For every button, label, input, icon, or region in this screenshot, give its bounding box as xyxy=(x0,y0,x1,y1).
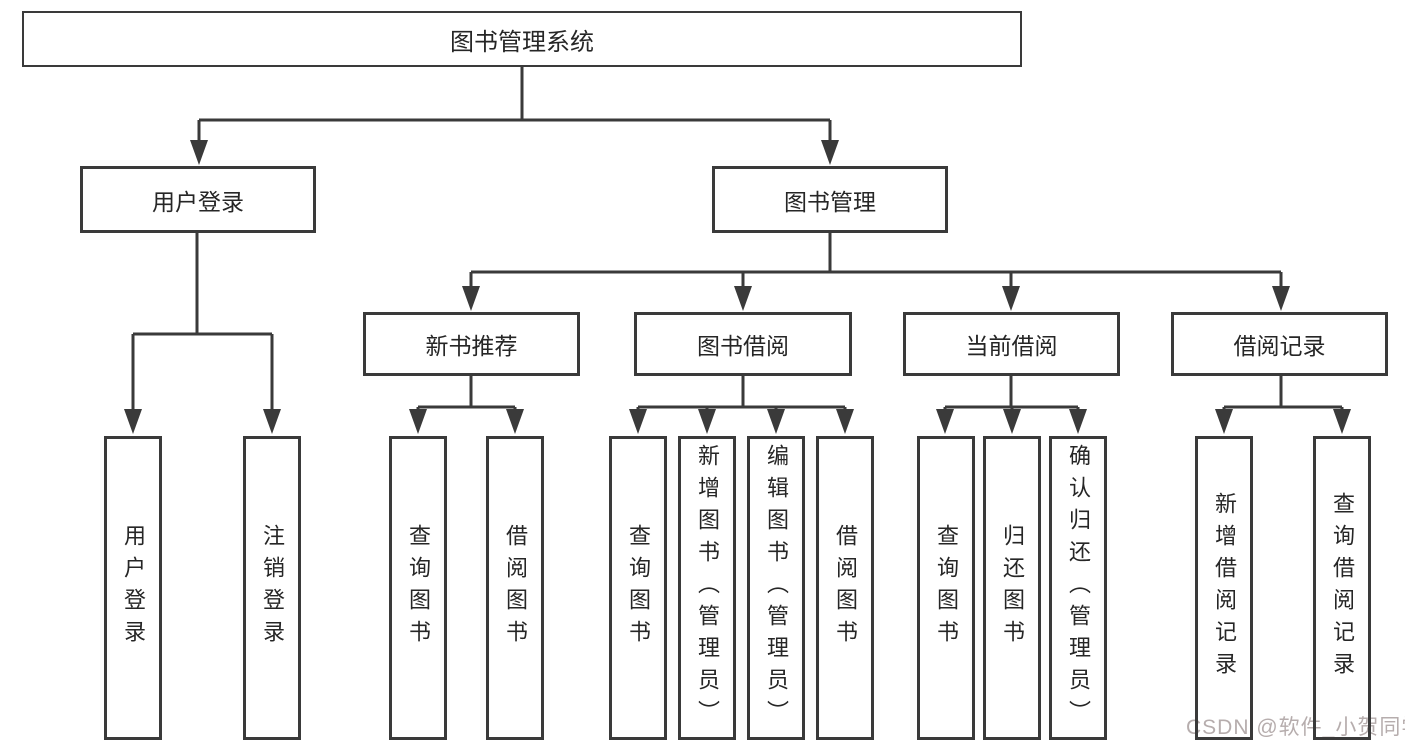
leaf-add-borrow-record-label: 新增借阅记录 xyxy=(1212,492,1237,684)
leaf-current-query-books-label: 查询图书 xyxy=(934,524,959,652)
leaf-borrow-query-books: 查询图书 xyxy=(609,436,667,740)
leaf-borrow-books: 借阅图书 xyxy=(816,436,874,740)
leaf-confirm-return-admin: 确认归还（管理员） xyxy=(1049,436,1107,740)
node-book-management: 图书管理 xyxy=(712,166,948,233)
node-current-borrow-label: 当前借阅 xyxy=(965,333,1058,359)
node-borrow-record-label: 借阅记录 xyxy=(1233,333,1326,359)
leaf-edit-books-admin: 编辑图书（管理员） xyxy=(747,436,805,740)
leaf-current-query-books: 查询图书 xyxy=(917,436,975,740)
leaf-recommend-borrow-books-label: 借阅图书 xyxy=(503,524,528,652)
leaf-borrow-query-books-label: 查询图书 xyxy=(626,524,651,652)
node-user-login-label: 用户登录 xyxy=(152,188,244,215)
leaf-add-books-admin-label: 新增图书（管理员） xyxy=(695,444,720,732)
leaf-logout: 注销登录 xyxy=(243,436,301,740)
node-root: 图书管理系统 xyxy=(22,11,1022,67)
node-user-login: 用户登录 xyxy=(80,166,316,233)
node-current-borrow: 当前借阅 xyxy=(903,312,1120,376)
leaf-recommend-borrow-books: 借阅图书 xyxy=(486,436,544,740)
leaf-query-borrow-record-label: 查询借阅记录 xyxy=(1330,492,1355,684)
leaf-user-login-label: 用户登录 xyxy=(121,524,146,652)
node-new-book-recommend-label: 新书推荐 xyxy=(425,333,518,359)
node-root-label: 图书管理系统 xyxy=(450,28,594,56)
leaf-query-borrow-record: 查询借阅记录 xyxy=(1313,436,1371,740)
leaf-return-books: 归还图书 xyxy=(983,436,1041,740)
leaf-recommend-query-books: 查询图书 xyxy=(389,436,447,740)
leaf-recommend-query-books-label: 查询图书 xyxy=(406,524,431,652)
leaf-add-borrow-record: 新增借阅记录 xyxy=(1195,436,1253,740)
watermark: CSDN @软件_小贺同学 xyxy=(1186,716,1405,739)
leaf-borrow-books-label: 借阅图书 xyxy=(833,524,858,652)
leaf-logout-label: 注销登录 xyxy=(260,524,285,652)
leaf-add-books-admin: 新增图书（管理员） xyxy=(678,436,736,740)
node-book-borrow-label: 图书借阅 xyxy=(697,333,789,359)
node-book-management-label: 图书管理 xyxy=(784,188,876,215)
leaf-edit-books-admin-label: 编辑图书（管理员） xyxy=(764,444,789,732)
node-borrow-record: 借阅记录 xyxy=(1171,312,1388,376)
leaf-confirm-return-admin-label: 确认归还（管理员） xyxy=(1066,444,1091,732)
node-book-borrow: 图书借阅 xyxy=(634,312,852,376)
leaf-user-login: 用户登录 xyxy=(104,436,162,740)
arrowheads xyxy=(124,140,1351,434)
node-new-book-recommend: 新书推荐 xyxy=(363,312,580,376)
leaf-return-books-label: 归还图书 xyxy=(1000,524,1025,652)
